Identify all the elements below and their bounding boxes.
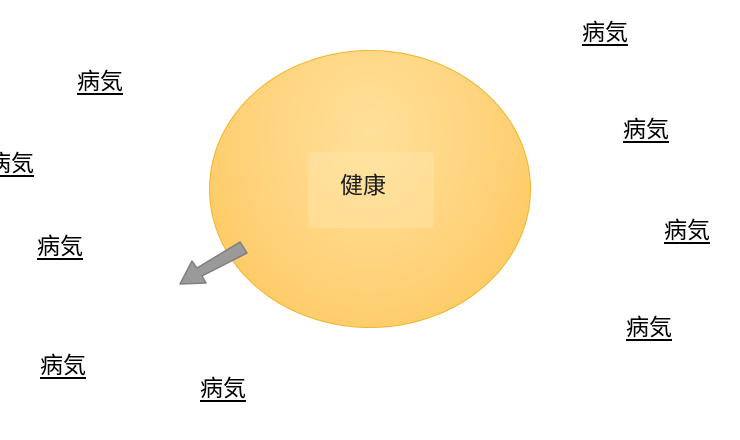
arrow-down-left-icon [179,241,248,285]
health-label: 健康 [340,173,386,199]
disease-label-upper-left: 病気 [77,69,123,95]
arrow-shape [179,241,248,285]
disease-label-lower-left: 病気 [40,353,86,379]
disease-label-left-middle: 病気 [37,234,83,260]
health-label-highlight [308,152,434,228]
disease-label-right-lower: 病気 [626,315,672,341]
disease-label-top-right: 病気 [582,20,628,46]
disease-label-right-upper: 病気 [623,117,669,143]
disease-label-right-middle: 病気 [664,218,710,244]
disease-label-bottom: 病気 [200,376,246,402]
disease-label-left-edge: 病気 [0,151,34,177]
health-circle [209,50,531,328]
